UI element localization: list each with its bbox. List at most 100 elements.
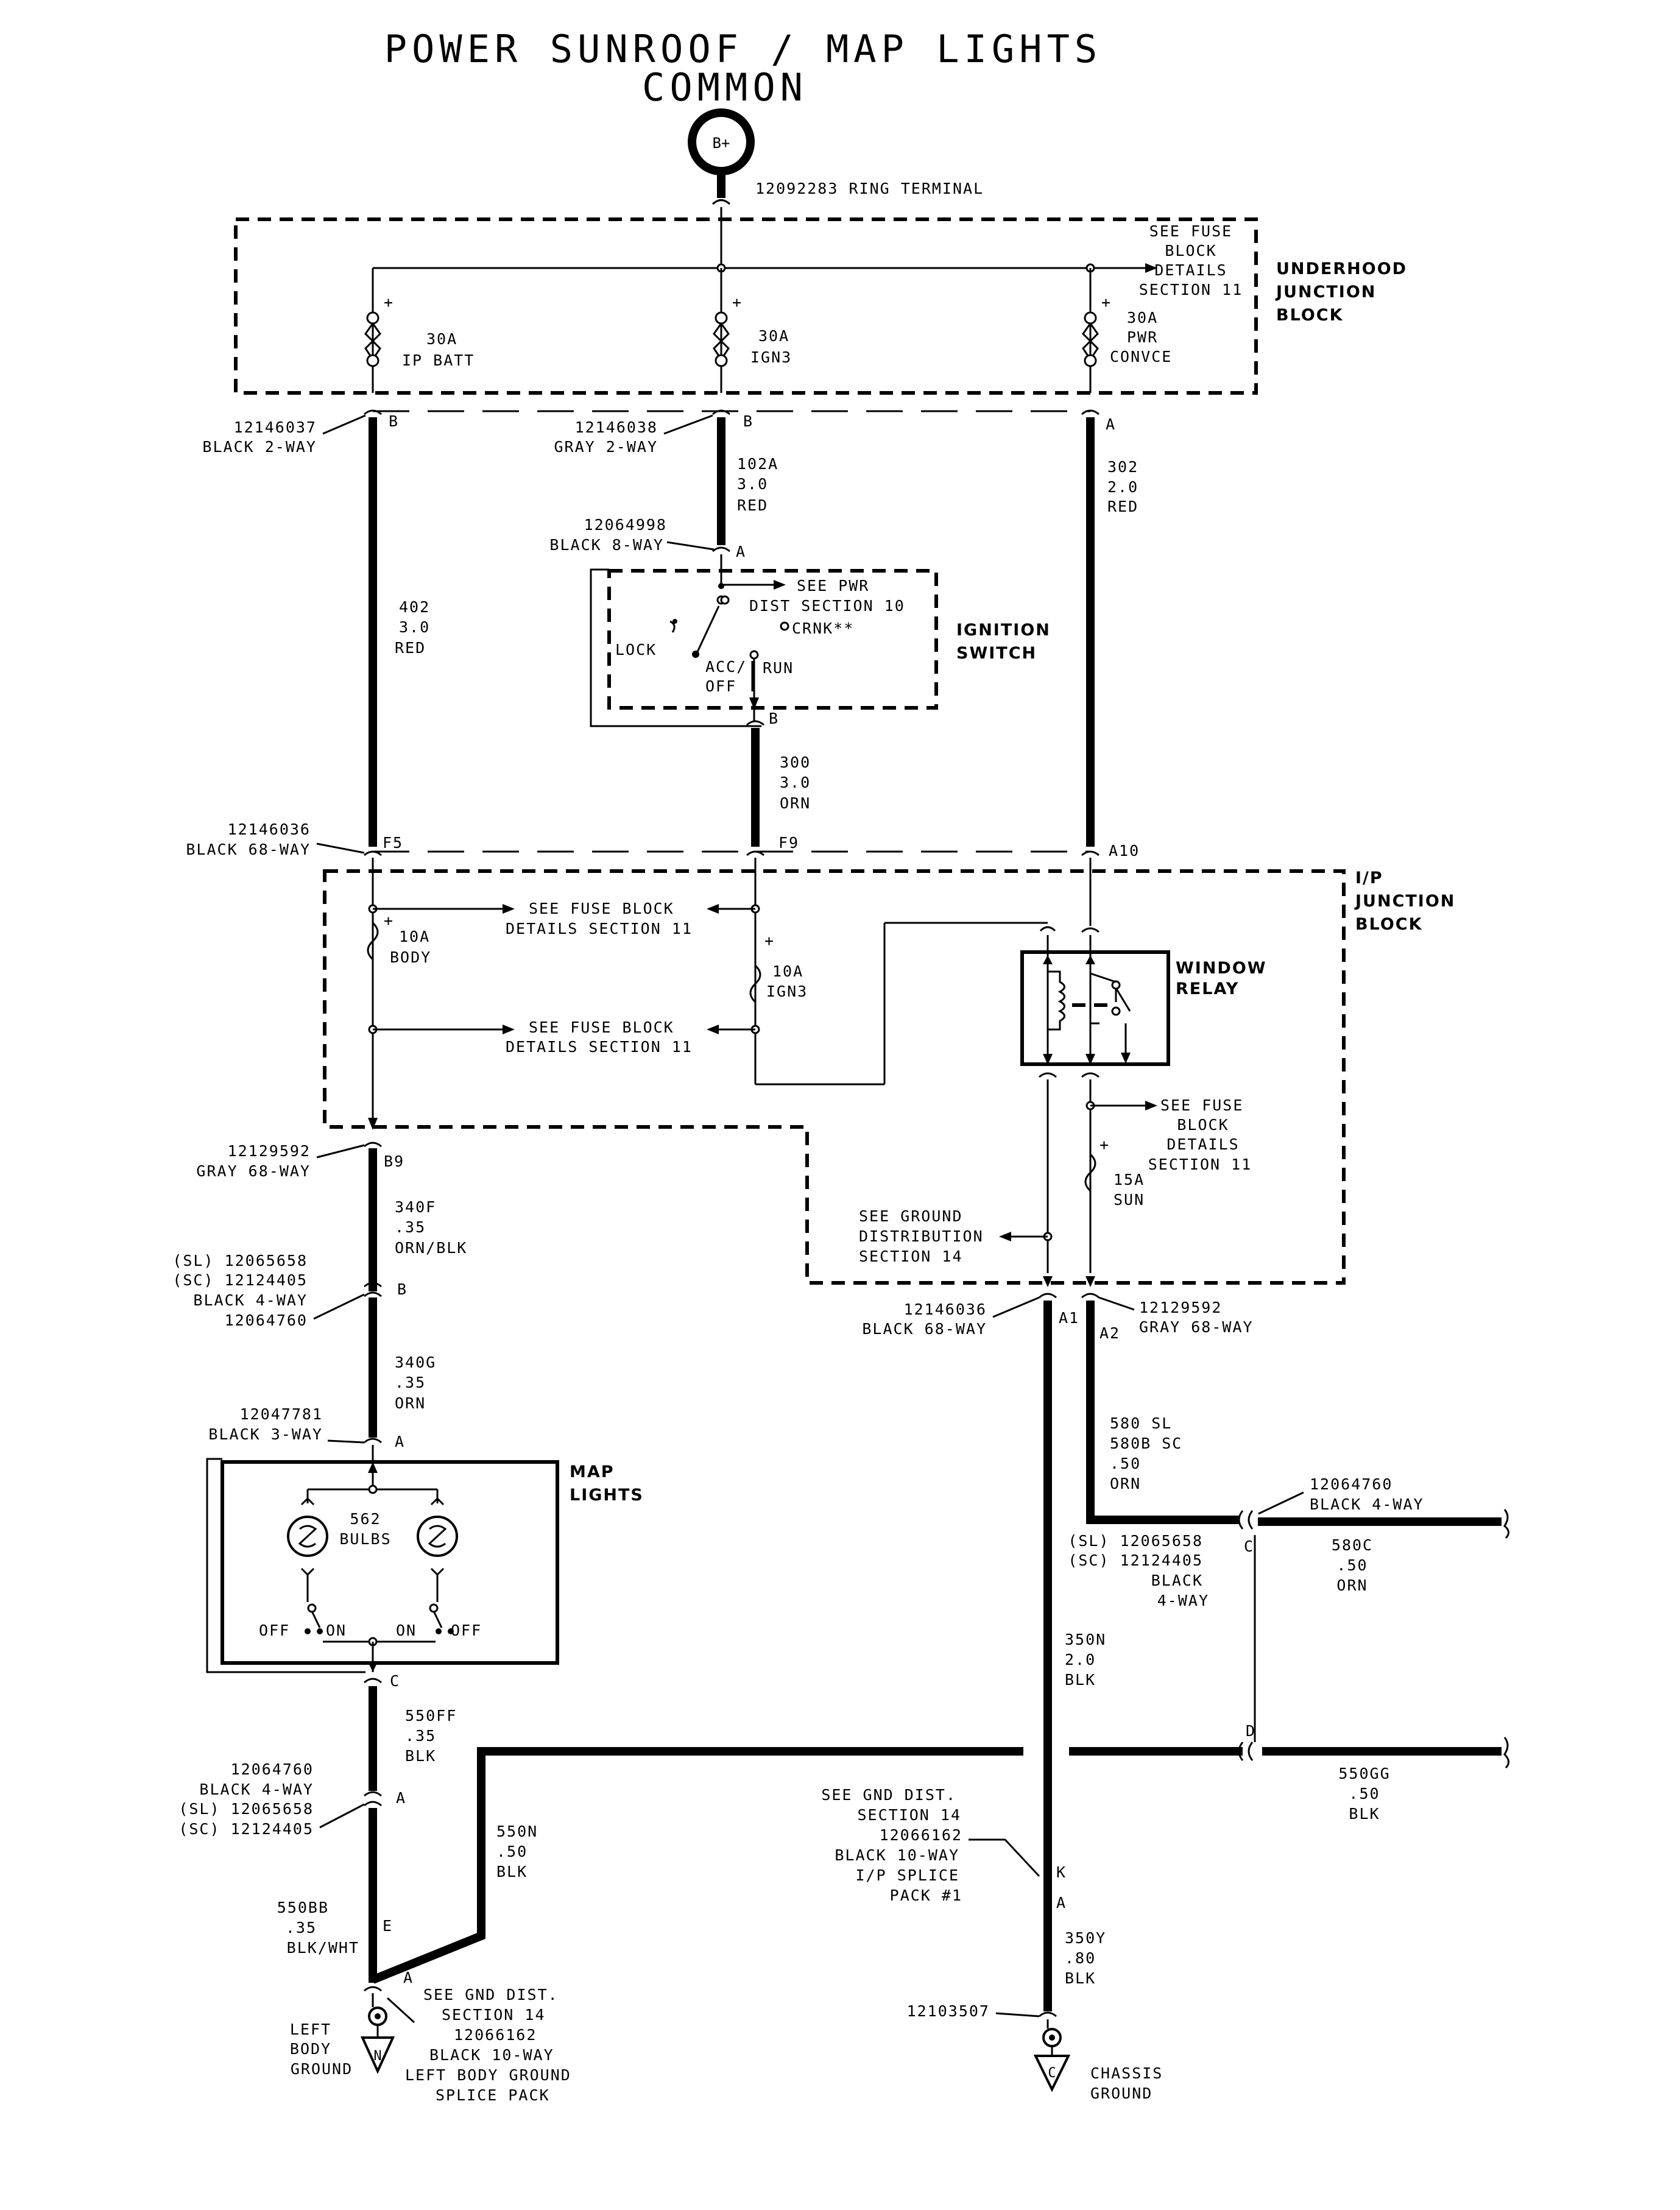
- fuse-ign3-icon: +: [713, 294, 743, 367]
- fuse3-rating: 30A: [1127, 309, 1158, 327]
- c8-1: 12064760: [231, 1760, 314, 1778]
- c6-3: BLACK 4-WAY: [193, 1291, 308, 1309]
- w580-2: 580B SC: [1110, 1435, 1182, 1452]
- c12-1: (SL) 12065658: [1068, 1532, 1203, 1550]
- w340g-color: ORN: [395, 1394, 426, 1412]
- pin-a6: A: [1056, 1894, 1067, 1912]
- pin-a2b: A2: [1099, 1324, 1120, 1342]
- c10-desc: GRAY 68-WAY: [1139, 1318, 1254, 1336]
- w580-3: .50: [1110, 1455, 1141, 1472]
- w402-num: 402: [399, 598, 430, 616]
- pin-a10: A10: [1109, 842, 1140, 860]
- ground-symbol-icon: [360, 2036, 395, 2074]
- ring-terminal-label: 12092283 RING TERMINAL: [755, 180, 984, 197]
- w300-color: ORN: [780, 794, 811, 812]
- ground-n-letter: N: [373, 2049, 381, 2064]
- w550n-size: .50: [496, 1843, 528, 1860]
- c8-3: (SL) 12065658: [178, 1800, 314, 1818]
- fuse2-name: IGN3: [750, 348, 792, 366]
- w340g-num: 340G: [395, 1354, 436, 1371]
- c9-part: 12146036: [904, 1301, 987, 1318]
- w580c-num: 580C: [1332, 1536, 1373, 1554]
- c2-desc: GRAY 2-WAY: [554, 438, 658, 456]
- left-chain: B9 12129592 GRAY 68-WAY 340F .35 ORN/BLK…: [172, 1142, 467, 1450]
- w402-size: 3.0: [399, 618, 430, 636]
- fuse-sun-rating: 15A: [1114, 1171, 1145, 1188]
- left-see-1: SEE GND DIST.: [423, 1986, 559, 2003]
- w340f-size: .35: [395, 1218, 426, 1236]
- chassis-ring-terminal-icon: [1042, 2028, 1062, 2047]
- pin-a2: A: [736, 543, 746, 560]
- left-see-2: SECTION 14: [442, 2006, 546, 2024]
- c9-desc: BLACK 68-WAY: [862, 1320, 987, 1338]
- c12-3: BLACK: [1151, 1572, 1203, 1589]
- pin-c2: C: [1244, 1537, 1254, 1555]
- diagram-subtitle: COMMON: [642, 65, 808, 110]
- underhood-connectors: B B A 12146037 BLACK 2-WAY 12146038 GRAY…: [202, 409, 1115, 456]
- w550n-num: 550N: [496, 1823, 538, 1840]
- see-gnd-3: SECTION 14: [859, 1248, 963, 1265]
- see-fuse-1: SEE FUSE: [1149, 222, 1232, 240]
- switch-on-right: ON: [396, 1622, 417, 1639]
- ground-c-letter: C: [1048, 2066, 1056, 2081]
- w550ff-num: 550FF: [405, 1707, 457, 1725]
- w340f-color: ORN/BLK: [395, 1239, 467, 1257]
- left-see-5: LEFT BODY GROUND: [405, 2066, 571, 2084]
- wire-580: [1086, 1301, 1240, 1524]
- pin-c1: C: [390, 1672, 400, 1690]
- map-lights-label-2: LIGHTS: [570, 1486, 644, 1505]
- battery-label: B+: [713, 135, 730, 152]
- c3-part: 12064998: [584, 516, 667, 534]
- ip-see-4: BLACK 10-WAY: [835, 1846, 959, 1864]
- w300-size: 3.0: [780, 774, 811, 791]
- ignition-label-2: SWITCH: [956, 644, 1037, 663]
- crnk-label: CRNK**: [792, 620, 854, 637]
- w550bb-num: 550BB: [277, 1899, 329, 1916]
- c2-part: 12146038: [575, 418, 658, 436]
- see3-line1: SEE FUSE: [1160, 1096, 1243, 1114]
- c10-part: 12129592: [1139, 1299, 1222, 1316]
- fuse1-rating: 30A: [426, 330, 457, 348]
- ignition-switch: 12064998 BLACK 8-WAY A IGNITION SWITCH S…: [549, 516, 1049, 727]
- w550bb-size: .35: [286, 1919, 317, 1936]
- pin-b1: B: [389, 412, 399, 430]
- relay-label-2: RELAY: [1176, 980, 1239, 998]
- plus-sign: +: [384, 912, 394, 930]
- see1-line1: SEE FUSE BLOCK: [529, 900, 674, 917]
- w340f-num: 340F: [395, 1198, 436, 1216]
- w550gg-num: 550GG: [1338, 1765, 1390, 1782]
- pin-b2: B: [743, 412, 754, 430]
- w350y-color: BLK: [1065, 1969, 1096, 1987]
- ip-label-2: JUNCTION: [1354, 892, 1455, 911]
- c7-desc: BLACK 3-WAY: [208, 1425, 323, 1443]
- pin-a1b: A1: [1059, 1309, 1079, 1327]
- fuse1-name: IP BATT: [402, 351, 475, 369]
- fuse2-rating: 30A: [758, 327, 789, 345]
- fuse-sun-name: SUN: [1114, 1191, 1145, 1209]
- wire-550n: [371, 1747, 1023, 1984]
- w580c-size: .50: [1336, 1556, 1368, 1574]
- ip-see-6: PACK #1: [890, 1887, 962, 1904]
- plus-sign: +: [1099, 1136, 1110, 1154]
- switch-off-right: OFF: [451, 1622, 482, 1639]
- w340g-size: .35: [395, 1374, 426, 1391]
- c1-part: 12146037: [234, 418, 317, 436]
- c8-4: (SC) 12124405: [178, 1820, 314, 1838]
- fuse-body-name: BODY: [390, 948, 431, 966]
- see2-line2: DETAILS SECTION 11: [506, 1038, 693, 1056]
- w302-size: 2.0: [1107, 478, 1138, 496]
- plus-sign: +: [732, 294, 743, 311]
- pin-f5: F5: [383, 834, 403, 852]
- left-gnd-1: LEFT: [290, 2021, 331, 2038]
- c13-part: 12103507: [907, 2002, 990, 2020]
- ip-label-3: BLOCK: [1355, 915, 1423, 934]
- pin-b9: B9: [384, 1153, 404, 1170]
- left-see-6: SPLICE PACK: [436, 2086, 550, 2104]
- w580-1: 580 SL: [1110, 1414, 1172, 1432]
- right-bulb-icon: [417, 1516, 458, 1557]
- c4-desc: BLACK 68-WAY: [186, 841, 311, 858]
- pin-d: D: [1246, 1722, 1256, 1740]
- see3-line2: BLOCK: [1177, 1116, 1229, 1134]
- w102a-size: 3.0: [737, 475, 768, 493]
